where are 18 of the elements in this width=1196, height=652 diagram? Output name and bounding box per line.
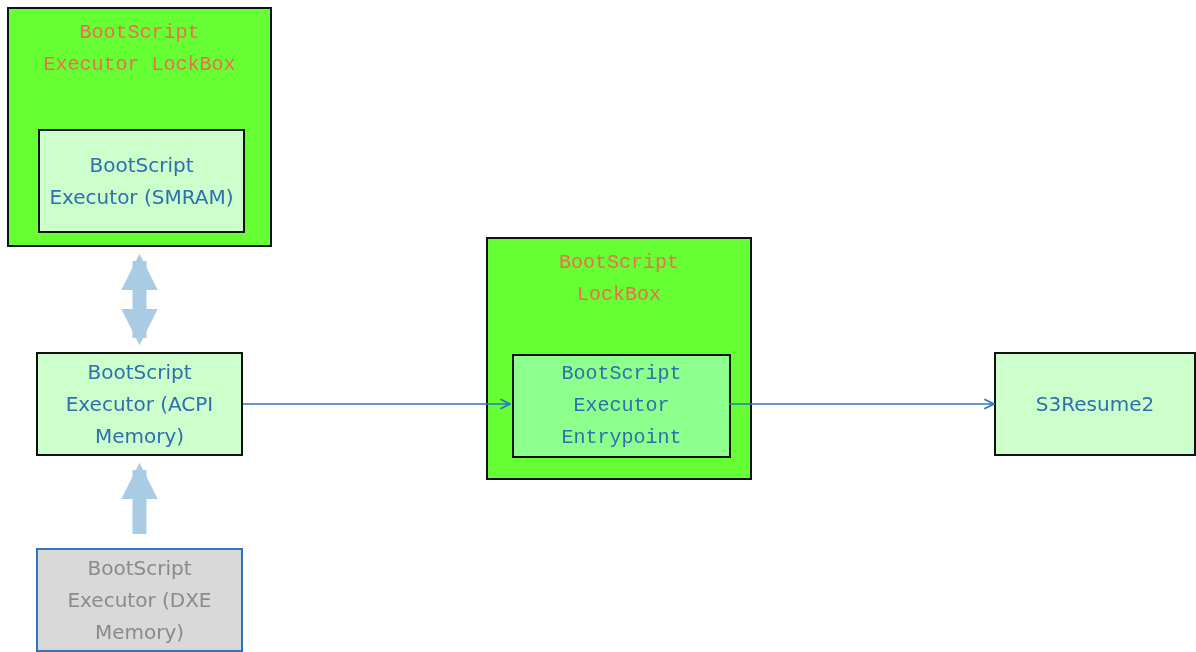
lockbox-container [7,7,272,247]
node-label: BootScript Executor (SMRAM) [48,152,235,211]
entrypoint-box [512,354,731,458]
node-label: BootScript Executor Entrypoint [560,361,683,451]
node-label: S3Resume2 [1034,391,1156,418]
node-label: BootScript Executor (DXE Memory) [66,555,213,646]
lockbox-container [486,237,752,480]
arrow [242,398,511,410]
executor-box [38,129,245,233]
node-label: BootScript LockBox [558,250,680,308]
executor-box [36,352,243,456]
executor-box [36,548,243,652]
block-arrow [121,253,158,346]
resume-box [994,352,1196,456]
node-label: BootScript Executor (ACPI Memory) [64,359,215,450]
block-arrow [121,462,158,534]
arrow [728,398,995,410]
node-label: BootScript Executor LockBox [42,20,237,78]
